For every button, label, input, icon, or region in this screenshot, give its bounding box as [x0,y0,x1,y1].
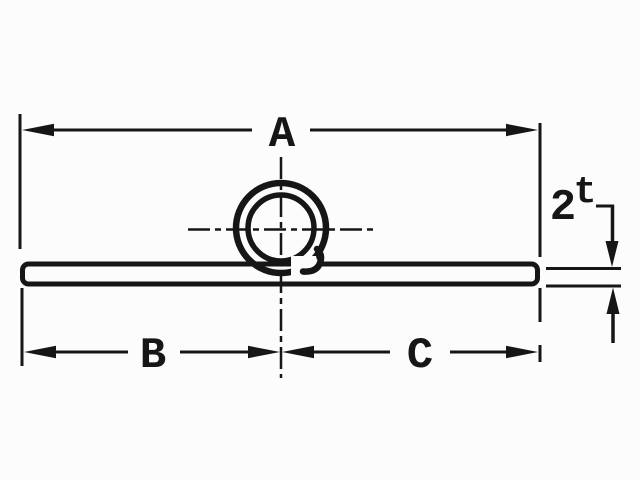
dim-a-arrow-left [22,123,54,137]
thickness-coeff-label: 2 [550,183,576,233]
dim-c-label: C [407,331,433,381]
dimension-c: C [282,288,542,381]
thickness-dimension: 2 t [546,171,621,343]
dim-b-arrow-right [248,345,280,359]
center-lines [188,157,374,378]
dimension-b: B [20,288,280,381]
thickness-arrow-down [605,241,619,267]
dim-b-arrow-left [24,345,56,359]
thickness-arrow-up [606,287,620,314]
dim-c-arrow-right [506,345,538,359]
dim-c-arrow-left [282,345,314,359]
dim-a-label: A [269,110,296,160]
dim-a-arrow-right [506,123,538,137]
dim-b-label: B [140,331,166,381]
thickness-symbol-label: t [574,171,597,214]
loop-strip-end-hook [299,245,325,275]
dimension-a: A [18,110,542,257]
